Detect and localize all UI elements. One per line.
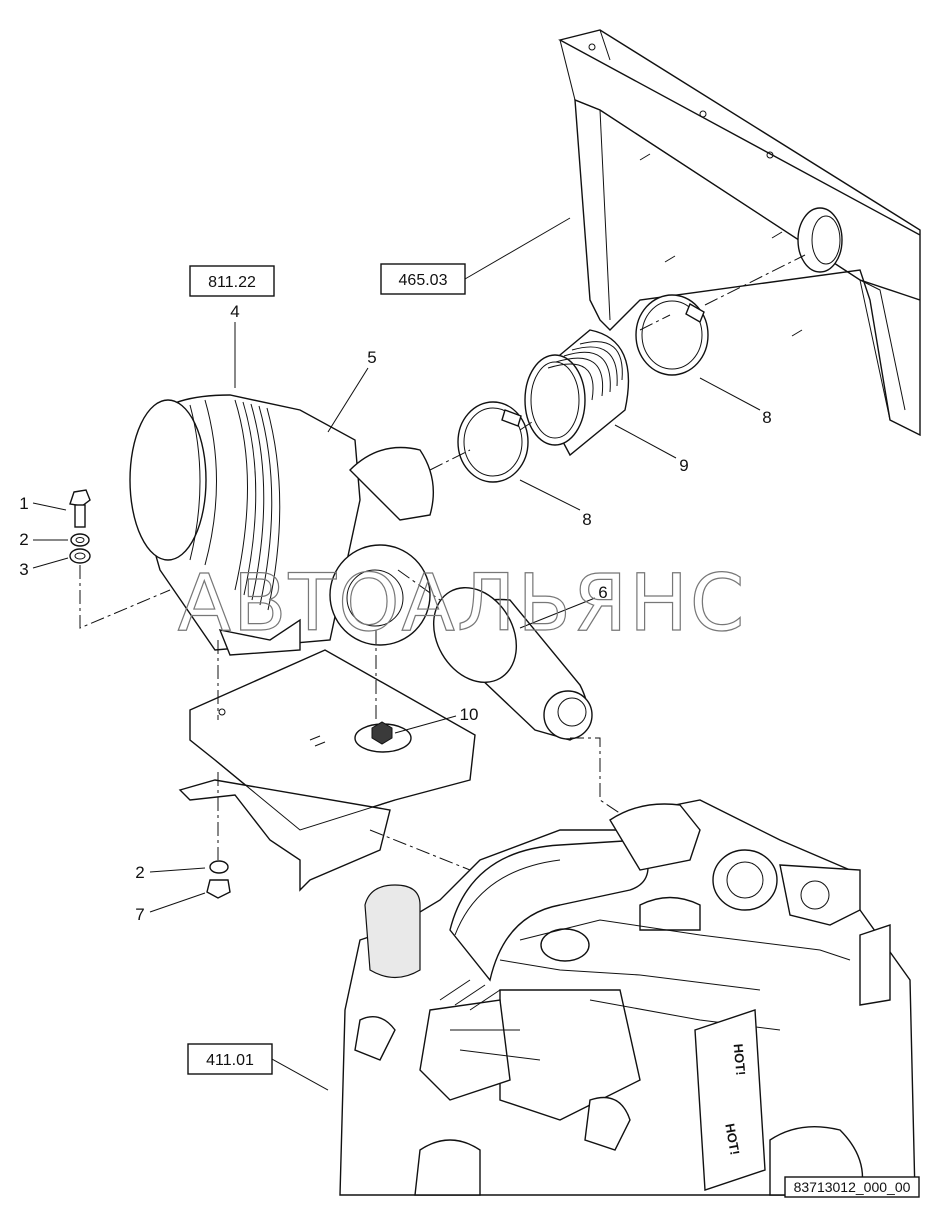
figure-id-text: 83713012_000_00 <box>794 1179 911 1195</box>
ref-box-465-03: 465.03 <box>380 217 571 295</box>
corrugated-hose <box>524 329 630 457</box>
ref-box-811-22-text: 811.22 <box>208 274 256 291</box>
frame-plate <box>558 29 921 437</box>
callout-8-upper: 8 <box>762 408 771 427</box>
assembly-center-lines <box>79 254 806 871</box>
mounting-bracket <box>178 649 476 892</box>
ref-box-465-03-text: 465.03 <box>399 272 448 289</box>
bolt-washer-stack <box>69 489 91 564</box>
ref-box-411-01: 411.01 <box>187 1043 329 1091</box>
callouts: 1 2 3 4 5 6 8 8 9 10 2 7 <box>19 302 771 924</box>
callout-9: 9 <box>679 456 688 475</box>
hose-clamp-upper <box>635 294 709 376</box>
callout-1: 1 <box>19 494 28 513</box>
callout-5: 5 <box>367 348 376 367</box>
hot-label-text-1: HOT! <box>731 1043 749 1076</box>
air-filter-assembly <box>129 394 435 656</box>
rubber-inlet-cone <box>432 587 593 741</box>
callout-7: 7 <box>135 905 144 924</box>
callout-10: 10 <box>460 705 479 724</box>
ref-box-411-01-text: 411.01 <box>206 1052 254 1069</box>
hose-clamp-lower <box>457 401 529 483</box>
figure-id-box: 83713012_000_00 <box>784 1176 920 1198</box>
callout-6: 6 <box>598 583 607 602</box>
watermark: АВТОАЛЬЯНС <box>178 559 747 649</box>
nut-washer-stack <box>206 860 231 899</box>
hot-label-text-2: HOT! <box>722 1122 742 1156</box>
ref-box-811-22: 811.22 <box>189 265 275 297</box>
callout-3: 3 <box>19 560 28 579</box>
callout-2-lower: 2 <box>135 863 144 882</box>
callout-2-upper: 2 <box>19 530 28 549</box>
callout-4: 4 <box>230 302 239 321</box>
callout-8-lower: 8 <box>582 510 591 529</box>
engine-assembly: HOT! HOT! <box>339 799 916 1196</box>
